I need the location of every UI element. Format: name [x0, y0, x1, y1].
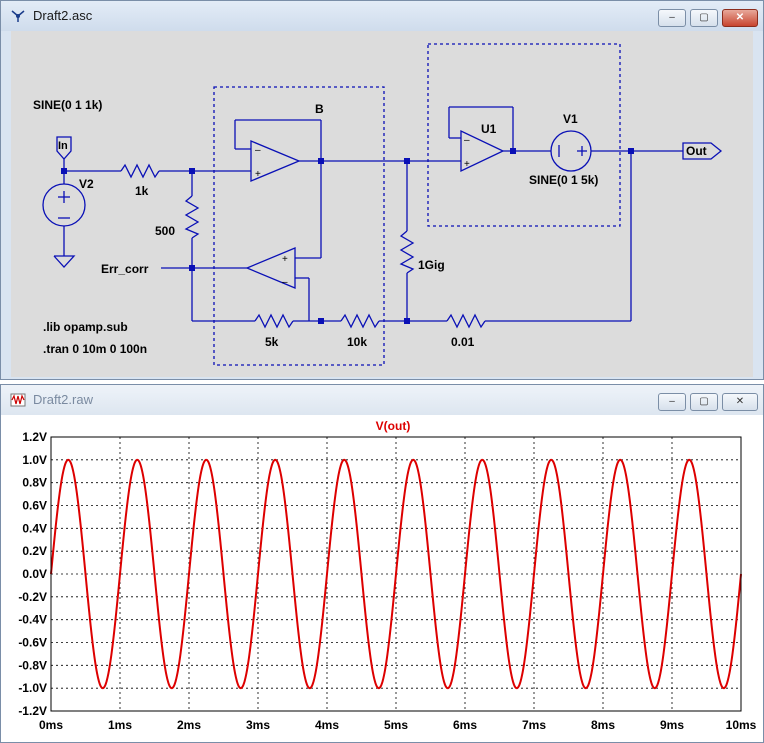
in-port-label: In: [58, 140, 68, 152]
x-tick-label: 7ms: [522, 718, 546, 732]
svg-text:–: –: [464, 135, 470, 146]
v1-source-label: SINE(0 1 5k): [529, 173, 598, 187]
resistor-1gig: [399, 230, 415, 274]
resistor-0-01: [446, 313, 486, 329]
opamp-err: [245, 247, 296, 289]
v-out-trace: [50, 458, 742, 690]
y-tick-label: -0.6V: [18, 636, 47, 650]
resistor-500: [184, 195, 200, 239]
close-button[interactable]: ✕: [722, 9, 758, 27]
x-tick-label: 3ms: [246, 718, 270, 732]
minimize-button[interactable]: –: [658, 393, 686, 411]
out-port-flag: [682, 142, 723, 160]
resistor-10k: [340, 313, 380, 329]
out-port-label: Out: [686, 144, 707, 158]
ground-symbol: [53, 255, 76, 268]
tran-directive[interactable]: .tran 0 10m 0 100n: [43, 342, 147, 356]
x-tick-label: 5ms: [384, 718, 408, 732]
err-corr-label: Err_corr: [101, 262, 149, 276]
x-tick-label: 0ms: [39, 718, 63, 732]
r-0-01-label: 0.01: [451, 335, 475, 349]
y-tick-label: 0.8V: [22, 476, 47, 490]
v2-source-label: SINE(0 1 1k): [33, 98, 102, 112]
x-tick-label: 2ms: [177, 718, 201, 732]
waveform-plot[interactable]: V(out) 0ms 1ms 2ms 3ms 4ms 5ms 6ms 7ms 8ms 9ms 10m…: [1, 415, 763, 742]
schematic-titlebar[interactable]: Draft2.asc – ▢ ✕: [1, 1, 763, 31]
block-b-boundary: [213, 86, 385, 366]
resistor-1k: [120, 163, 160, 179]
block-b-label: B: [315, 102, 324, 116]
minimize-button[interactable]: –: [658, 9, 686, 27]
close-button[interactable]: ✕: [722, 393, 758, 411]
y-tick-label: -1.2V: [18, 704, 47, 718]
waveform-icon: [10, 393, 26, 407]
plot-titlebar[interactable]: Draft2.raw – ▢ ✕: [1, 385, 763, 415]
svg-text:+: +: [255, 169, 261, 180]
x-tick-label: 10ms: [726, 718, 757, 732]
svg-text:+: +: [464, 159, 470, 170]
opamp-u1: [460, 129, 505, 173]
r-1gig-label: 1Gig: [418, 258, 445, 272]
x-tick-label: 4ms: [315, 718, 339, 732]
x-tick-label: 8ms: [591, 718, 615, 732]
x-tick-label: 1ms: [108, 718, 132, 732]
y-tick-label: 0.2V: [22, 544, 47, 558]
maximize-button[interactable]: ▢: [690, 9, 718, 27]
y-tick-label: -0.2V: [18, 590, 47, 604]
r-500-label: 500: [155, 224, 175, 238]
x-tick-label: 9ms: [660, 718, 684, 732]
x-tick-label: 6ms: [453, 718, 477, 732]
lib-directive[interactable]: .lib opamp.sub: [43, 320, 128, 334]
opamp-b: [250, 140, 301, 182]
window-title: Draft2.raw: [33, 392, 93, 407]
y-tick-label: 0.0V: [22, 567, 47, 581]
u1-label: U1: [481, 122, 497, 136]
r-1k-label: 1k: [135, 184, 149, 198]
y-tick-label: 1.0V: [22, 453, 47, 467]
resistor-5k: [254, 313, 294, 329]
r-5k-label: 5k: [265, 335, 279, 349]
y-tick-label: -0.4V: [18, 613, 47, 627]
y-tick-label: 1.2V: [22, 430, 47, 444]
window-title: Draft2.asc: [33, 8, 93, 23]
y-tick-label: -0.8V: [18, 658, 47, 672]
schematic-canvas[interactable]: – + + – – + SINE(0 1 1k) In V2 1k 500 Er…: [11, 31, 753, 377]
schematic-window: Draft2.asc – ▢ ✕: [0, 0, 764, 380]
block-u1-boundary: [427, 43, 621, 227]
v2-label: V2: [79, 177, 94, 191]
svg-text:–: –: [282, 277, 288, 288]
v1-label: V1: [563, 112, 578, 126]
y-tick-label: -1.0V: [18, 681, 47, 695]
in-port-flag: [56, 136, 72, 160]
trace-label[interactable]: V(out): [376, 419, 411, 433]
ltspice-schematic-icon: [11, 10, 25, 22]
maximize-button[interactable]: ▢: [690, 393, 718, 411]
plot-frame: [50, 436, 742, 712]
r-10k-label: 10k: [347, 335, 367, 349]
y-tick-label: 0.4V: [22, 521, 47, 535]
plot-window: Draft2.raw – ▢ ✕ V(out) 0ms 1ms 2ms 3ms 4ms 5…: [0, 384, 764, 743]
svg-text:–: –: [255, 145, 261, 156]
y-tick-label: 0.6V: [22, 499, 47, 513]
svg-text:+: +: [282, 254, 288, 265]
